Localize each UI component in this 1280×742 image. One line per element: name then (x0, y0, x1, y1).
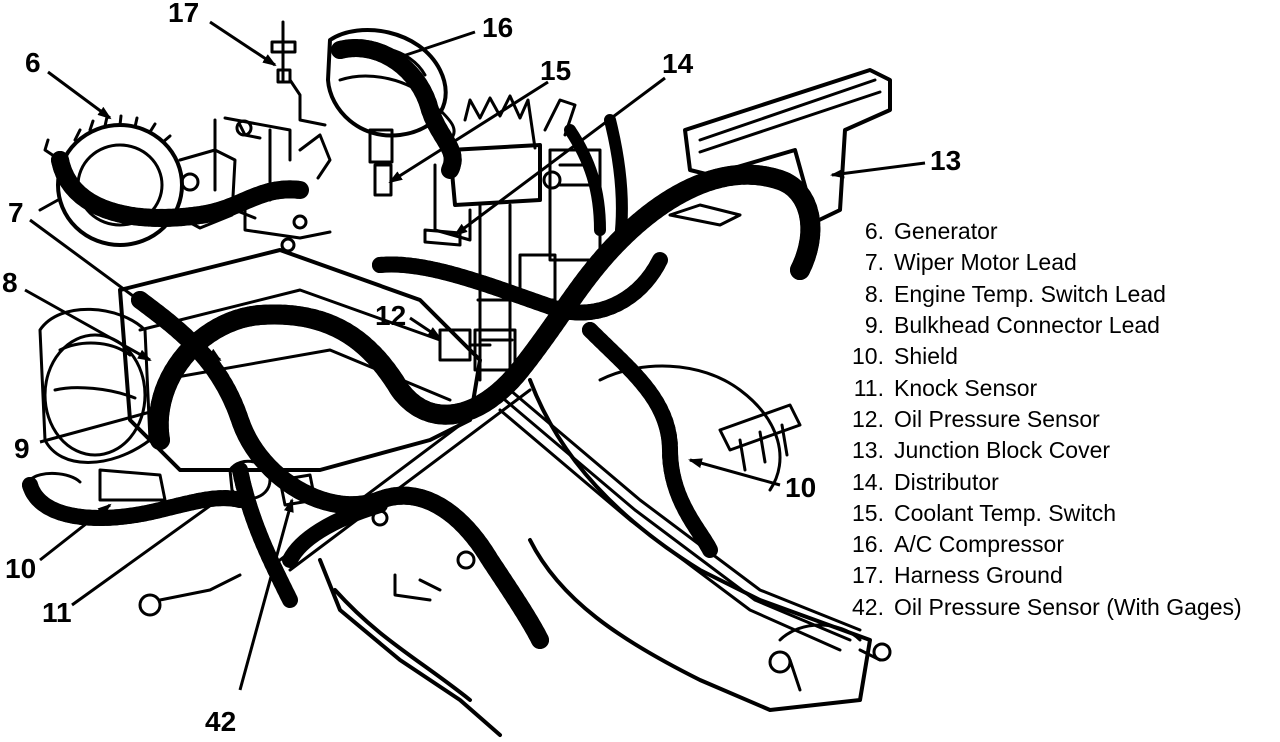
leader-10b (688, 458, 781, 487)
legend-number: 10. (852, 343, 884, 370)
legend-label: Distributor (894, 468, 999, 495)
callout-17: 17 (168, 0, 199, 28)
leader-11 (71, 493, 227, 607)
legend-item: 13. Junction Block Cover (826, 435, 1280, 466)
callout-12: 12 (375, 300, 406, 331)
legend-number: 6. (864, 218, 884, 245)
legend-item: 7. Wiper Motor Lead (826, 247, 1280, 278)
distributor (423, 94, 542, 382)
legend-number: 13. (852, 437, 884, 464)
legend-item: 10. Shield (826, 341, 1280, 372)
legend-number: 17. (852, 562, 884, 589)
callout-42: 42 (205, 706, 236, 737)
legend-label: Bulkhead Connector Lead (894, 312, 1160, 339)
legend-label: Junction Block Cover (894, 437, 1111, 464)
leader-8 (24, 288, 152, 362)
legend: 6. Generator 7. Wiper Motor Lead 8. Engine … (826, 216, 1280, 623)
leader-14 (453, 76, 666, 237)
legend-label: Engine Temp. Switch Lead (894, 280, 1166, 307)
legend-item: 11. Knock Sensor (826, 372, 1280, 403)
leader-10a (39, 503, 112, 562)
legend-label: Coolant Temp. Switch (894, 499, 1117, 526)
legend-item: 9. Bulkhead Connector Lead (826, 310, 1280, 341)
legend-label: Shield (894, 343, 958, 370)
callout-13: 13 (930, 145, 961, 176)
leader-13 (830, 161, 926, 179)
legend-label: Harness Ground (894, 562, 1063, 589)
junction-block-cover (668, 68, 892, 227)
legend-item: 16. A/C Compressor (826, 529, 1280, 560)
leader-7 (29, 218, 222, 362)
legend-item: 17. Harness Ground (826, 560, 1280, 591)
legend-item: 42. Oil Pressure Sensor (With Gages) (826, 592, 1280, 623)
legend-number: 42. (852, 593, 884, 620)
callout-16: 16 (482, 12, 513, 43)
legend-number: 9. (864, 312, 884, 339)
legend-number: 14. (852, 468, 884, 495)
legend-item: 14. Distributor (826, 466, 1280, 497)
legend-label: Knock Sensor (894, 374, 1038, 401)
legend-label: Generator (894, 218, 998, 245)
legend-item: 6. Generator (826, 216, 1280, 247)
legend-number: 11. (853, 374, 884, 401)
legend-number: 15. (852, 499, 884, 526)
generator (38, 114, 237, 247)
callout-6: 6 (25, 47, 41, 78)
leader-9 (39, 406, 167, 444)
legend-item: 8. Engine Temp. Switch Lead (826, 279, 1280, 310)
leader-17 (209, 20, 277, 67)
legend-number: 16. (852, 531, 884, 558)
legend-number: 7. (864, 249, 884, 276)
callout-10-right: 10 (785, 472, 816, 503)
leader-12 (409, 316, 442, 340)
leader-42 (238, 498, 294, 691)
callout-numbers: 6 7 8 9 10 10 11 12 13 14 15 16 17 42 (2, 0, 961, 737)
legend-label: Oil Pressure Sensor (894, 405, 1100, 432)
callout-15: 15 (540, 55, 571, 86)
leader-6 (47, 70, 112, 120)
callout-9: 9 (14, 433, 30, 464)
callout-8: 8 (2, 267, 18, 298)
legend-item: 12. Oil Pressure Sensor (826, 404, 1280, 435)
leader-15 (388, 80, 549, 184)
callout-11: 11 (42, 597, 72, 628)
legend-number: 12. (852, 405, 884, 432)
callout-10-left: 10 (5, 553, 36, 584)
legend-label: Wiper Motor Lead (894, 249, 1077, 276)
legend-item: 15. Coolant Temp. Switch (826, 498, 1280, 529)
callout-7: 7 (8, 197, 24, 228)
callout-14: 14 (662, 48, 694, 79)
legend-number: 8. (864, 280, 884, 307)
leader-lines (24, 20, 926, 691)
legend-label: A/C Compressor (894, 531, 1064, 558)
leader-16 (383, 30, 476, 64)
legend-label: Oil Pressure Sensor (With Gages) (894, 593, 1242, 620)
